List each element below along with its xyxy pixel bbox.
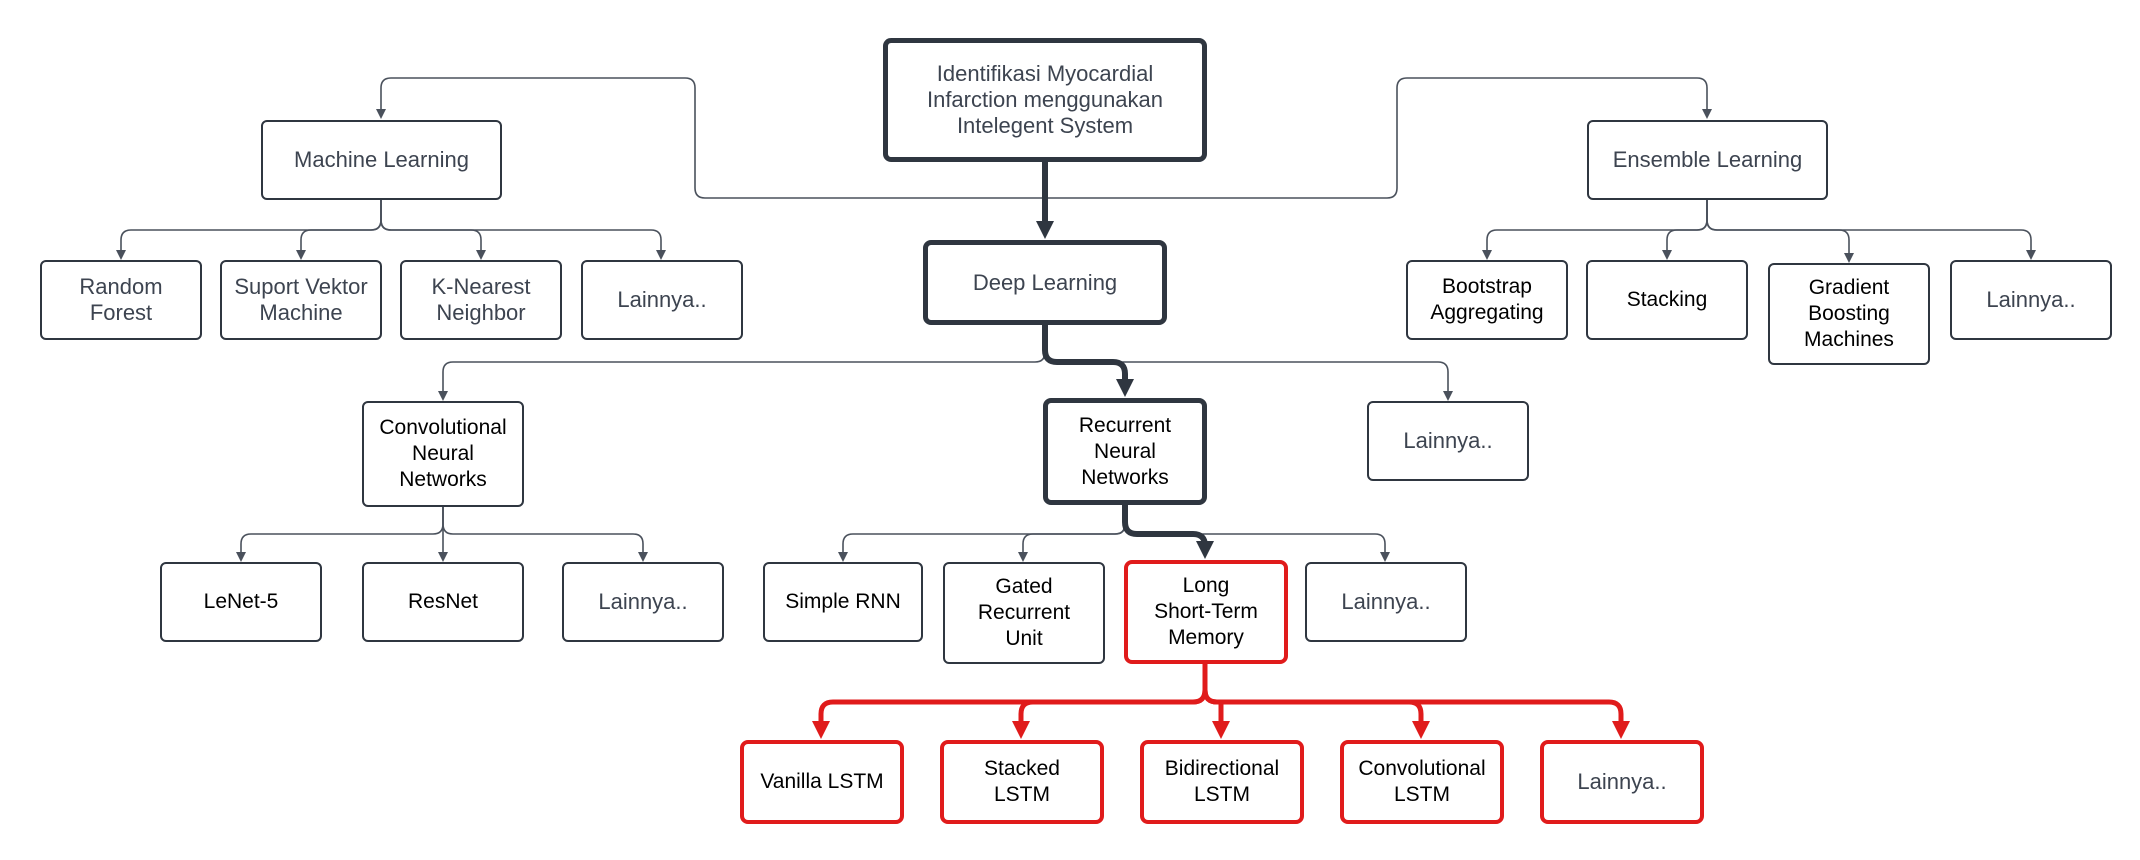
rnn-lainnya-label: Lainnya.. — [1341, 589, 1431, 614]
rnn-child-lainnya: Lainnya.. — [1305, 562, 1467, 642]
connector-cnn-lenet — [236, 507, 444, 562]
machine-learning-label: Machine Learning — [294, 147, 469, 172]
lenet-label: LeNet-5 — [203, 590, 279, 613]
ml-child-knn: K-Nearest Neighbor — [400, 260, 562, 340]
connector-rnn-gru — [1018, 505, 1126, 562]
simple-rnn-label: Simple RNN — [785, 590, 901, 613]
random-forest-label: Random Forest — [79, 274, 163, 325]
svm-label: Suport Vektor Machine — [234, 274, 368, 325]
connector-ml-knn — [380, 200, 486, 260]
connector-lstm-convolutional — [1202, 662, 1430, 739]
ml-child-random-forest: Random Forest — [40, 260, 202, 340]
connector-lstm-lainnya — [1202, 662, 1630, 739]
connector-el-lainnya — [1706, 200, 2036, 260]
connector-rnn-lstm — [1122, 505, 1214, 559]
gbm-label: Gradient Boosting Machines — [1804, 276, 1894, 351]
lstm-child-stacked: Stacked LSTM — [940, 740, 1104, 824]
cnn-label: Convolutional Neural Networks — [379, 416, 507, 491]
cnn-child-resnet: ResNet — [362, 562, 524, 642]
ensemble-learning-node: Ensemble Learning — [1587, 120, 1828, 200]
gru-label: Gated Recurrent Unit — [977, 575, 1071, 650]
cnn-child-lenet: LeNet-5 — [160, 562, 322, 642]
connector-ml-random-forest — [116, 200, 382, 260]
connector-root-machine-learning — [376, 77, 1045, 199]
stacking-label: Stacking — [1626, 288, 1708, 311]
cnn-lainnya-label: Lainnya.. — [598, 589, 688, 614]
lstm-lainnya-label: Lainnya.. — [1577, 769, 1667, 794]
dl-child-lainnya: Lainnya.. — [1367, 401, 1529, 481]
connector-lstm-vanilla — [812, 662, 1208, 739]
ml-lainnya-label: Lainnya.. — [617, 287, 707, 312]
resnet-label: ResNet — [407, 590, 479, 613]
connector-el-bootstrap — [1482, 200, 1708, 260]
connector-rnn-simple — [838, 505, 1126, 562]
rnn-child-gru: Gated Recurrent Unit — [943, 562, 1105, 664]
lstm-child-lainnya: Lainnya.. — [1540, 740, 1704, 824]
lstm-child-bidirectional: Bidirectional LSTM — [1140, 740, 1304, 824]
connector-lstm-stacked — [1012, 662, 1208, 739]
ensemble-learning-label: Ensemble Learning — [1612, 147, 1803, 172]
deep-learning-label: Deep Learning — [972, 269, 1118, 295]
el-child-bootstrap: Bootstrap Aggregating — [1406, 260, 1568, 340]
el-child-lainnya: Lainnya.. — [1950, 260, 2112, 340]
lstm-child-convolutional: Convolutional LSTM — [1340, 740, 1504, 824]
lstm-label: Long Short-Term Memory — [1154, 574, 1258, 649]
connector-dl-rnn — [1042, 325, 1134, 397]
rnn-child-lstm: Long Short-Term Memory — [1124, 560, 1288, 664]
el-lainnya-label: Lainnya.. — [1986, 287, 2076, 312]
connector-ml-svm — [296, 200, 382, 260]
knn-label: K-Nearest Neighbor — [431, 274, 531, 325]
dl-lainnya-label: Lainnya.. — [1403, 428, 1493, 453]
cnn-child-lainnya: Lainnya.. — [562, 562, 724, 642]
vanilla-lstm-label: Vanilla LSTM — [760, 770, 884, 793]
lstm-child-vanilla: Vanilla LSTM — [740, 740, 904, 824]
connector-cnn-lainnya — [442, 507, 648, 562]
ml-child-lainnya: Lainnya.. — [581, 260, 743, 340]
dl-child-cnn: Convolutional Neural Networks — [362, 401, 524, 507]
connector-root-ensemble-learning — [1045, 77, 1712, 199]
rnn-child-simple-rnn: Simple RNN — [763, 562, 923, 642]
rnn-label: Recurrent Neural Networks — [1078, 413, 1172, 489]
connector-el-gbm — [1706, 200, 1854, 263]
connector-el-stacking — [1662, 200, 1708, 260]
bidirectional-lstm-label: Bidirectional LSTM — [1164, 757, 1280, 806]
el-child-gbm: Gradient Boosting Machines — [1768, 263, 1930, 365]
deep-learning-node: Deep Learning — [923, 240, 1167, 325]
bootstrap-label: Bootstrap Aggregating — [1430, 275, 1544, 324]
convolutional-lstm-label: Convolutional LSTM — [1358, 757, 1486, 806]
el-child-stacking: Stacking — [1586, 260, 1748, 340]
root-node: Identifikasi Myocardial Infarction mengg… — [883, 38, 1207, 162]
stacked-lstm-label: Stacked LSTM — [984, 757, 1060, 806]
root-label: Identifikasi Myocardial Infarction mengg… — [926, 61, 1164, 138]
connector-ml-lainnya — [380, 200, 666, 260]
ml-child-svm: Suport Vektor Machine — [220, 260, 382, 340]
machine-learning-node: Machine Learning — [261, 120, 502, 200]
dl-child-rnn: Recurrent Neural Networks — [1043, 398, 1207, 505]
